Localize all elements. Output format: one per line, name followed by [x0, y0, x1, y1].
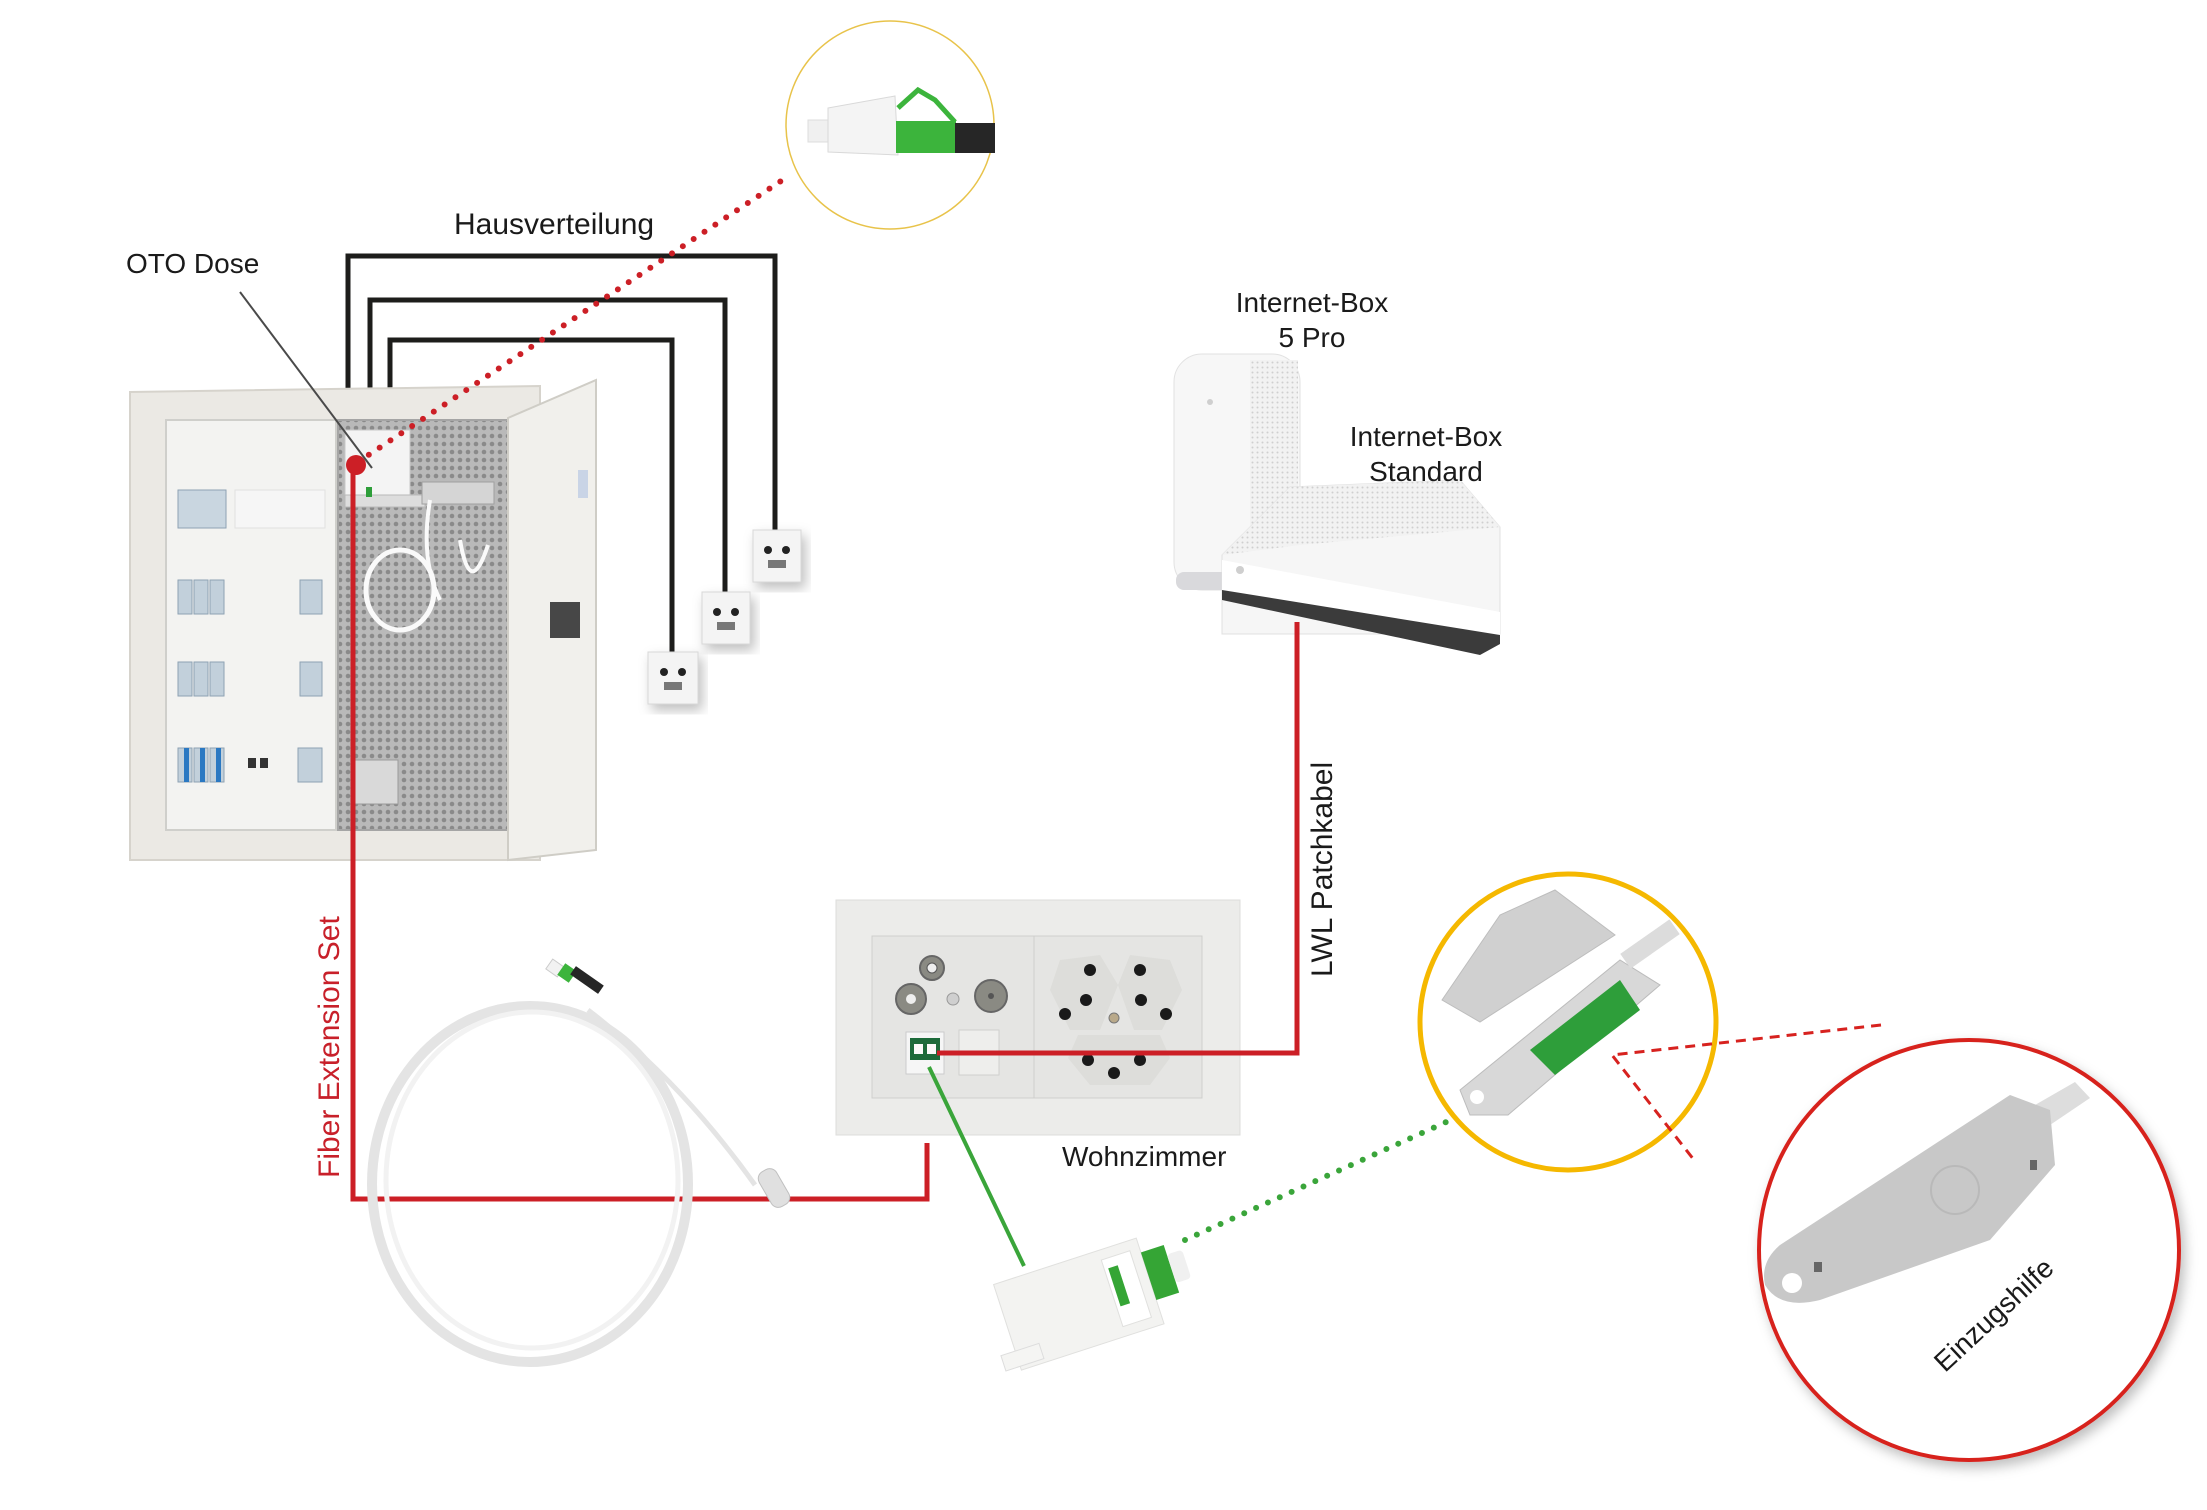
- label-oto-socket: OTO Dose: [126, 248, 260, 279]
- breaker-row-4: [177, 747, 323, 783]
- fiber-extension-line: [350, 463, 930, 1202]
- breaker-row-2: [177, 579, 323, 615]
- wall-outlet-3: [647, 651, 699, 705]
- splice-housing-lid: [1441, 889, 1616, 1023]
- connector-green-clip: [896, 121, 956, 153]
- door-window: [550, 602, 580, 638]
- connector-boot: [955, 123, 995, 153]
- label-internet-box-standard-line2: Standard: [1369, 456, 1483, 487]
- fiber-keystone-module: [992, 1237, 1191, 1372]
- internet-box-standard: [1221, 479, 1501, 655]
- coax-connectors: [895, 955, 1008, 1015]
- label-internet-box-5-pro: Internet-Box 5 Pro: [1212, 285, 1412, 355]
- label-lwl-patch-cable: LWL Patchkabel: [1306, 761, 1339, 977]
- power-supply: [351, 759, 399, 805]
- oto-pointer-line: [239, 291, 373, 469]
- label-house-distribution: Hausverteilung: [454, 208, 655, 241]
- coax-splitter: [421, 481, 495, 505]
- house-cable-inner: [387, 337, 675, 652]
- pulling-aid: [1764, 1082, 2090, 1303]
- label-living-room: Wohnzimmer: [1062, 1141, 1227, 1172]
- connector-callout-dotted-line: [355, 172, 793, 465]
- label-internet-box-standard-line1: Internet-Box: [1349, 421, 1503, 452]
- oto-socket-adapters: [344, 494, 426, 508]
- oto-fiber-origin-dot: [346, 455, 366, 475]
- wall-outlet-1: [752, 529, 802, 583]
- house-cable-middle: [367, 297, 728, 592]
- connector-body: [827, 95, 899, 156]
- splice-housing-callout: [1417, 871, 1719, 1173]
- label-internet-box-standard: Internet-Box Standard: [1326, 419, 1526, 489]
- lc-apc-connector-callout: [785, 20, 995, 230]
- breaker-row-3: [177, 661, 323, 697]
- label-internet-box-5-pro-line2: 5 Pro: [1278, 322, 1346, 353]
- breaker-row-1: [177, 489, 326, 529]
- green-fiber-line: [927, 1066, 1026, 1267]
- label-fiber-extension-set: Fiber Extension Set: [313, 916, 346, 1178]
- keystone-callout-dotted-line: [1182, 1097, 1498, 1243]
- pulling-aid-callout-dashed-line: [1609, 1023, 1882, 1161]
- pulling-aid-callout: [1757, 1038, 2181, 1462]
- splice-housing-connector: [1530, 980, 1640, 1075]
- swiss-socket-t13: [1050, 955, 1182, 1085]
- wall-outlet-2: [701, 591, 751, 645]
- fiber-extension-cable-coil: [367, 958, 791, 1367]
- house-distribution-wiring: [345, 253, 778, 652]
- wall-plate-living-room: [835, 899, 1241, 1136]
- fiber-extension-path: [350, 463, 930, 1202]
- lwl-patch-cable-line: [937, 622, 1300, 1056]
- multimedia-insert: [871, 935, 1035, 1099]
- pulling-aid-small: [757, 1168, 791, 1208]
- house-cable-outer: [345, 253, 778, 530]
- distribution-cabinet: [129, 378, 597, 862]
- label-internet-box-5-pro-line1: Internet-Box: [1235, 287, 1389, 318]
